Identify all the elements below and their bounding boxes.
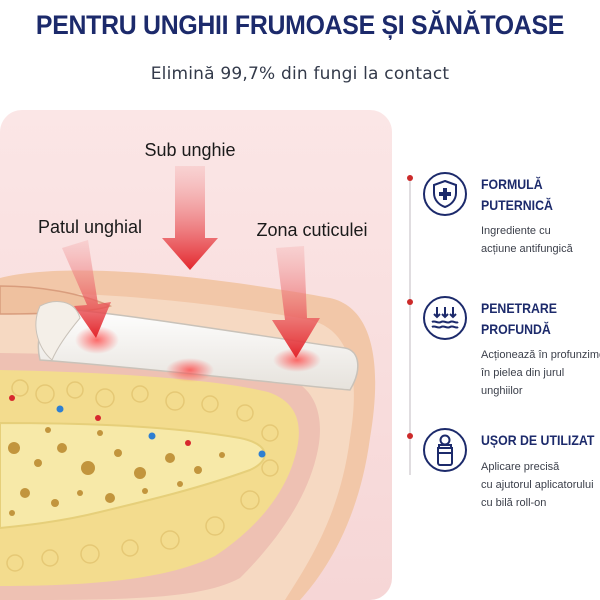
benefit-penetrare-profunda: PENETRARE PROFUNDĂ Acționează în profunz… <box>423 296 600 406</box>
benefit-formula-puternica: FORMULĂ PUTERNICĂ Ingrediente cu acțiune… <box>423 172 598 282</box>
label-zona-cuticulei: Zona cuticulei <box>256 220 367 240</box>
nail-free-edge <box>35 301 81 361</box>
nail-cross-section-illustration: Sub unghie Patul unghial Zona cuticulei <box>0 108 400 600</box>
benefit-title: UȘOR DE UTILIZAT <box>481 432 595 448</box>
benefit-title: FORMULĂ PUTERNICĂ <box>481 176 553 213</box>
glow-zona-cuticulei <box>273 348 321 372</box>
blood-vessels <box>9 395 266 458</box>
benefit-usor-de-utilizat: UȘOR DE UTILIZAT Aplicare precisă cu aju… <box>423 428 598 528</box>
benefit-description: Acționează în profunzime în pielea din j… <box>481 349 600 397</box>
shield-cross-icon <box>423 172 467 216</box>
benefits-divider <box>407 175 413 475</box>
divider-dot <box>407 175 413 181</box>
arrow-sub-unghie <box>162 166 218 270</box>
headline: PENTRU UNGHII FRUMOASE ȘI SĂNĂTOASE <box>35 10 565 40</box>
label-sub-unghie: Sub unghie <box>144 140 235 160</box>
benefit-description: Ingrediente cu acțiune antifungică <box>481 225 573 255</box>
fat-globules <box>6 379 279 572</box>
benefit-title: PENETRARE PROFUNDĂ <box>481 300 557 337</box>
subheadline: Elimină 99,7% din fungi la contact <box>150 64 450 84</box>
bone-pores <box>8 427 225 516</box>
benefit-description: Aplicare precisă cu ajutorul aplicatorul… <box>481 461 594 509</box>
label-patul-unghial: Patul unghial <box>38 217 142 237</box>
glow-patul-unghial <box>75 326 119 354</box>
nail-plate <box>37 307 359 391</box>
divider-dot <box>407 433 413 439</box>
arrow-zona-cuticulei <box>272 246 320 358</box>
glow-sub-unghie <box>166 358 214 382</box>
deep-penetration-icon <box>423 296 467 340</box>
roll-on-bottle-icon <box>423 428 467 472</box>
divider-dot <box>407 299 413 305</box>
arrow-patul-unghial <box>62 240 111 338</box>
